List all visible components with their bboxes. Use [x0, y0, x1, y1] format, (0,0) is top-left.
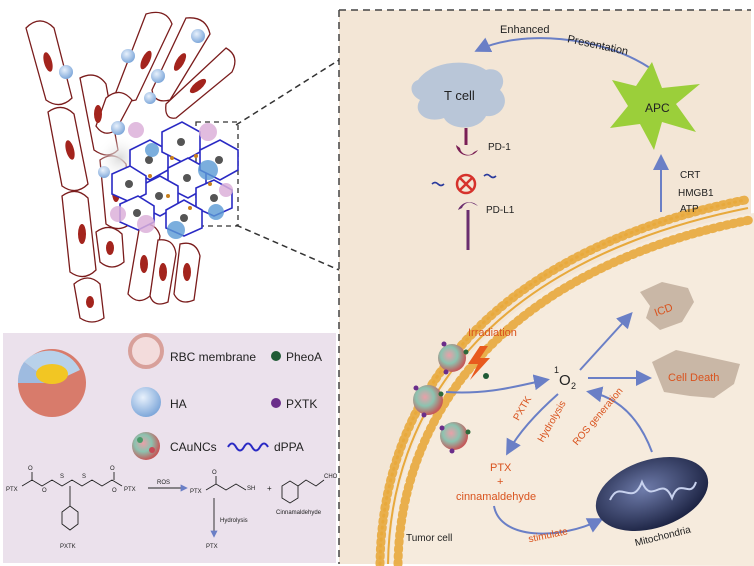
- chem-o4: O: [112, 488, 117, 494]
- membrane-lipid-tails: [387, 207, 749, 565]
- lightning-icon: [468, 346, 490, 380]
- t-cell-shape: [411, 62, 505, 128]
- ha-icon: [131, 387, 161, 417]
- pd1-receptor: [456, 145, 478, 156]
- pxtk-hydrolysis-arrow: [506, 393, 559, 456]
- atp-label: ATP: [680, 204, 699, 215]
- pheoa-dot: [483, 373, 489, 379]
- dppa-icon: [227, 442, 269, 452]
- signal-wave-right: [483, 173, 497, 179]
- cinnamaldehyde-structure: [281, 479, 325, 504]
- nanoparticle-cluster-3: [439, 422, 471, 454]
- tumor-cell-cluster: [110, 121, 239, 239]
- t-cell-label: T cell: [444, 88, 475, 103]
- legend-rbc-membrane: RBC membrane: [170, 350, 256, 364]
- singlet-subscript: 2: [571, 381, 576, 391]
- pdl1-receptor: [458, 202, 478, 210]
- crt-label: CRT: [680, 170, 700, 181]
- pxtk-structure: [21, 472, 123, 531]
- ptx-label: PTX: [490, 462, 512, 474]
- legend-ha: HA: [170, 397, 187, 411]
- pdl1-label: PD-L1: [486, 205, 515, 216]
- chem-plus: +: [267, 484, 272, 493]
- chem-cho: CHO: [324, 474, 338, 480]
- legend-pheoa: PheoA: [286, 350, 322, 364]
- nanoparticle-cluster-1: [438, 341, 469, 375]
- nanoparticle-cluster-2: [413, 385, 444, 418]
- singlet-superscript: 1: [554, 365, 559, 375]
- enhanced-label: Enhanced: [500, 24, 550, 36]
- chem-pxtk-label: PXTK: [60, 544, 76, 550]
- cinnamaldehyde-label: cinnamaldehyde: [456, 491, 536, 503]
- chem-ptx-right: PTX: [124, 487, 136, 493]
- chem-ptx-left: PTX: [6, 487, 18, 493]
- zoom-box: [195, 121, 239, 227]
- apc-label: APC: [645, 101, 670, 115]
- hmgb1-label: HMGB1: [678, 188, 714, 199]
- icd-arrow: [579, 312, 633, 371]
- zoom-guides: [235, 59, 340, 271]
- block-cross: [459, 177, 473, 191]
- cell-death-shape: [652, 350, 740, 398]
- chem-ptx-final: PTX: [206, 544, 218, 550]
- presentation-arrow: [474, 37, 651, 69]
- plus-label: +: [497, 476, 503, 488]
- right-panel-border: [338, 9, 751, 564]
- legend-caunc: CAuNCs: [170, 440, 217, 454]
- cell-death-label: Cell Death: [668, 372, 719, 384]
- mitochondria-icon: [595, 457, 709, 531]
- irradiation-to-singlet-oxygen-arrow: [445, 374, 550, 394]
- membrane-heads-outer: [375, 195, 750, 566]
- pheoa-icon: [271, 351, 281, 361]
- signal-wave-left: [431, 181, 445, 187]
- chem-o1: O: [28, 466, 33, 472]
- chem-s2: S: [82, 474, 86, 480]
- ptx-thiol-structure: [205, 476, 247, 491]
- rbc-membrane-icon: [128, 333, 164, 369]
- chem-o3: O: [110, 466, 115, 472]
- ros-generation-arrow: [586, 386, 653, 453]
- chem-cinnamaldehyde: Cinnamaldehyde: [276, 510, 322, 516]
- chem-ros: ROS: [157, 480, 170, 486]
- singlet-oxygen-label: O: [559, 372, 571, 389]
- stimulate-arrow: [493, 505, 604, 535]
- chem-s1: S: [60, 474, 64, 480]
- tumor-cell-label: Tumor cell: [406, 533, 452, 544]
- legend-pxtk: PXTK: [286, 397, 317, 411]
- chem-hydrolysis: Hydrolysis: [220, 518, 248, 524]
- block-symbol: [455, 173, 477, 195]
- vessel-cell-nuclei: [43, 50, 207, 308]
- icd-shape: [640, 282, 694, 330]
- nanoparticle-cutaway-icon: [17, 349, 86, 417]
- irradiation-label: Irradiation: [468, 327, 517, 339]
- caunc-icon: [132, 432, 160, 460]
- legend-dppa: dPPA: [274, 440, 304, 454]
- pxtk-icon: [271, 398, 281, 408]
- pd1-label: PD-1: [488, 142, 511, 153]
- chem-o2: O: [42, 488, 47, 494]
- chem-o-prod: O: [212, 470, 217, 476]
- apc-shape: [610, 62, 700, 150]
- chem-ptx-prod: PTX: [190, 489, 202, 495]
- chem-sh: SH: [247, 486, 255, 492]
